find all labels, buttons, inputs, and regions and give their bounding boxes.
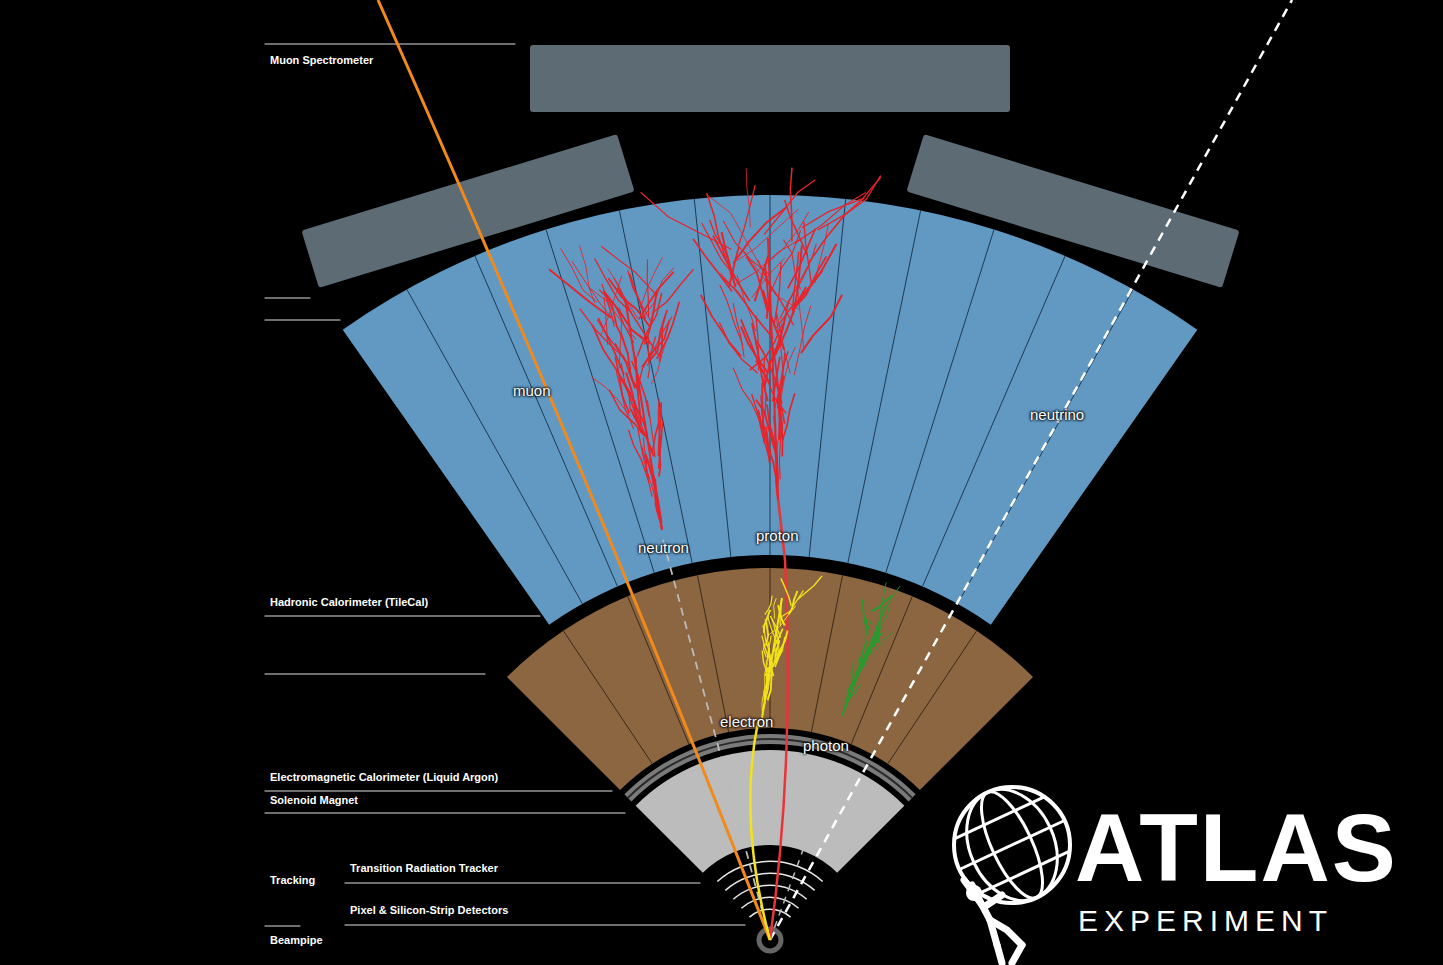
leader-line xyxy=(265,790,612,791)
part-label: Hadronic Calorimeter (TileCal) xyxy=(270,596,428,608)
neutron-shower xyxy=(549,245,694,530)
silicon-layer xyxy=(717,860,823,882)
muon-track xyxy=(378,0,770,940)
cell-divider xyxy=(475,256,618,587)
cell-divider xyxy=(770,195,771,555)
part-label: Pixel & Silicon-Strip Detectors xyxy=(350,904,508,916)
logo-text: EXPERIMENT xyxy=(1078,906,1333,936)
cell-divider xyxy=(888,631,977,764)
cell-divider xyxy=(563,631,652,764)
photon-shower xyxy=(842,582,900,716)
cell-divider xyxy=(848,210,921,563)
proton-track xyxy=(770,480,788,940)
leader-line xyxy=(265,43,515,44)
silicon-layer xyxy=(741,896,799,908)
muon-chamber xyxy=(530,45,1010,112)
cell-divider xyxy=(809,199,846,557)
particle-label: neutron xyxy=(638,539,689,556)
part-label: Muon Spectrometer xyxy=(270,54,373,66)
cell-divider xyxy=(407,289,582,603)
logo-text: ATLAS xyxy=(1075,800,1398,896)
part-label: Solenoid Magnet xyxy=(270,794,358,806)
particle-label: photon xyxy=(803,737,849,754)
leader-line xyxy=(265,297,310,298)
particle-label: neutrino xyxy=(1030,406,1084,423)
muon-chamber xyxy=(906,134,1239,288)
cell-divider xyxy=(694,199,731,557)
leader-line xyxy=(345,882,700,883)
cell-divider xyxy=(546,229,654,572)
leader-line xyxy=(265,812,625,813)
leader-line xyxy=(265,925,300,926)
particle-label: electron xyxy=(720,713,773,730)
electron-track xyxy=(750,722,770,940)
atlas-logo xyxy=(949,775,1074,963)
neutrino-track xyxy=(770,0,1292,940)
proton-shower xyxy=(641,168,881,500)
part-label: Transition Radiation Tracker xyxy=(350,862,498,874)
cell-divider xyxy=(619,210,692,563)
silicon-layer xyxy=(749,908,791,917)
cell-divider xyxy=(628,596,689,744)
electron-shower xyxy=(762,576,822,718)
part-label: Tracking xyxy=(270,874,315,886)
part-label: Electromagnetic Calorimeter (Liquid Argo… xyxy=(270,771,498,783)
particle-label: proton xyxy=(756,527,799,544)
particle-tracks xyxy=(378,0,1292,940)
particle-label: muon xyxy=(513,382,551,399)
part-label: Beampipe xyxy=(270,934,323,946)
leader-line xyxy=(265,615,540,616)
detector-layers xyxy=(343,195,1198,951)
cell-divider xyxy=(811,575,842,732)
leader-line xyxy=(265,673,485,674)
cell-divider xyxy=(697,575,728,732)
leader-line xyxy=(345,924,745,925)
hadronic-calorimeter xyxy=(343,195,1198,625)
cell-divider xyxy=(886,229,994,572)
leader-line xyxy=(265,319,340,320)
muon-chambers xyxy=(301,45,1239,288)
cell-divider xyxy=(851,596,912,744)
neutron-track xyxy=(663,540,770,940)
muon-chamber xyxy=(301,134,634,288)
